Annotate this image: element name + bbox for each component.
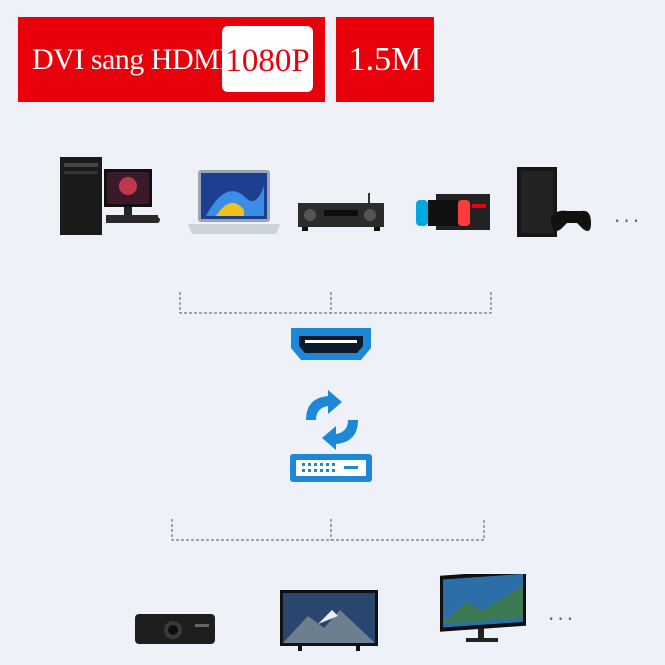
laptop-icon — [186, 168, 282, 238]
more-displays-ellipsis: ... — [548, 601, 577, 625]
ps4-console-icon — [515, 165, 593, 239]
monitor-icon — [436, 574, 528, 646]
desktop-pc-icon — [58, 155, 166, 237]
resolution-badge: 1080P — [222, 26, 313, 92]
convert-arrows-icon — [296, 390, 368, 450]
hdmi-port-icon — [289, 326, 373, 362]
length-label: 1.5M — [348, 41, 422, 78]
av-receiver-icon — [296, 193, 386, 233]
tv-icon — [278, 588, 380, 652]
switch-console-icon — [414, 190, 492, 234]
projector-icon — [133, 608, 217, 648]
resolution-label: 1080P — [225, 43, 310, 79]
banner-title: DVI sang HDMI — [32, 43, 229, 76]
length-badge: 1.5M — [336, 17, 434, 102]
more-sources-ellipsis: ... — [614, 203, 643, 227]
dvi-port-icon — [288, 452, 374, 484]
